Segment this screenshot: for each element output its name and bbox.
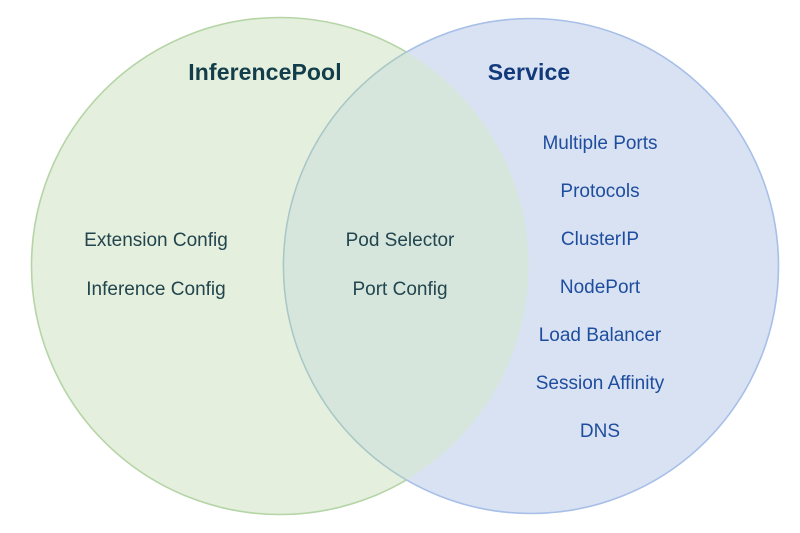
intersection-shape <box>282 17 529 515</box>
right-circle-item: Protocols <box>560 181 640 202</box>
intersection-item: Pod Selector <box>345 230 455 251</box>
left-circle-item: Extension Config <box>84 230 228 251</box>
intersection-item: Port Config <box>352 279 448 300</box>
right-circle-item-list: Multiple Ports Protocols ClusterIP NodeP… <box>536 134 665 470</box>
right-circle-item: ClusterIP <box>560 229 640 250</box>
intersection-item-list: Pod Selector Port Config <box>346 231 455 329</box>
right-circle-title: Service <box>487 59 571 85</box>
left-circle-title: InferencePool <box>188 59 342 85</box>
right-circle-item: Load Balancer <box>538 325 662 346</box>
left-circle-item-list: Extension Config Inference Config <box>84 231 228 329</box>
right-circle-item: Multiple Ports <box>542 133 658 154</box>
right-circle-item: DNS <box>579 421 621 442</box>
left-circle-item: Inference Config <box>86 279 226 300</box>
right-circle-item: NodePort <box>559 277 641 298</box>
right-circle-item: Session Affinity <box>535 373 665 394</box>
